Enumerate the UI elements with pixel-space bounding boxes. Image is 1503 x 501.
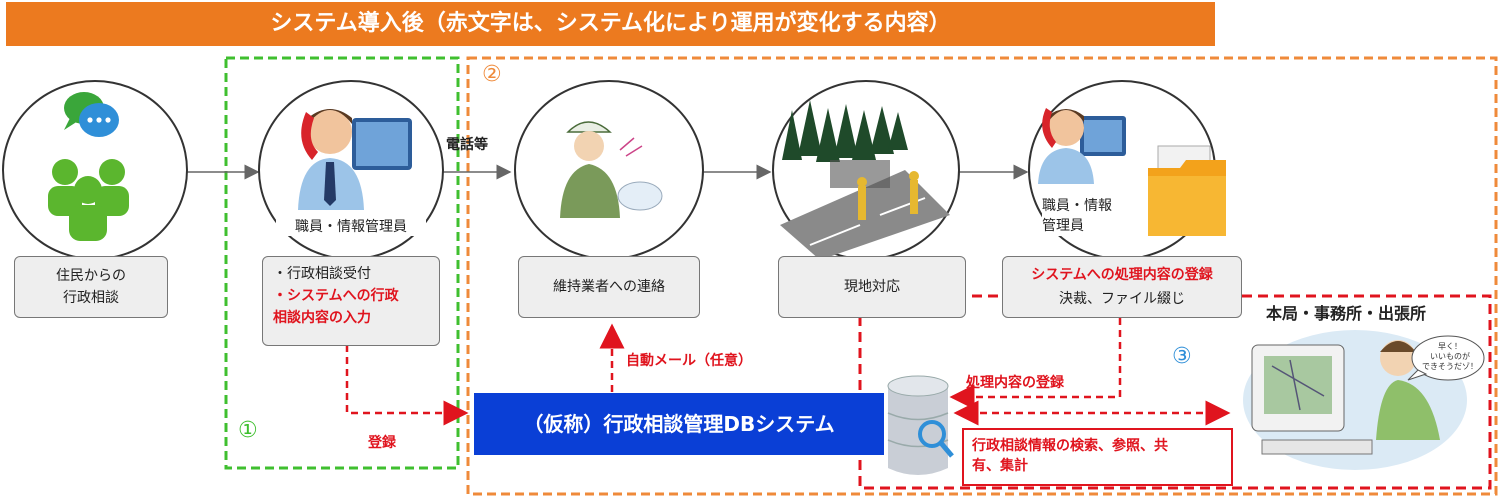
staff-role-label: 職員・情報管理員 [276, 216, 426, 236]
register-label: 登録 [368, 435, 396, 451]
db-system-bar: （仮称）行政相談管理DBシステム [474, 393, 884, 455]
staff-role-label-2: 職員・情報 管理員 [1042, 196, 1112, 236]
step-box-contractor: 維持業者への連絡 [518, 256, 700, 318]
office-worker-icon [1243, 330, 1485, 470]
step-circle-citizen [2, 80, 188, 260]
step-box-site: 現地対応 [778, 256, 966, 318]
frame-2 [466, 56, 1498, 496]
section-number-2: ② [482, 62, 502, 87]
frame-1 [224, 56, 460, 470]
database-icon [887, 375, 954, 475]
step-circle-contractor [514, 80, 704, 260]
page-title: システム導入後（赤文字は、システム化により運用が変化する内容） [6, 2, 1215, 46]
auto-mail-label: 自動メール（任意） [626, 353, 752, 369]
process-register-label: 処理内容の登録 [966, 375, 1064, 391]
offices-label: 本局・事務所・出張所 [1266, 304, 1427, 323]
section-number-1: ① [238, 418, 258, 443]
frame-3 [858, 294, 1492, 490]
step-circle-site [772, 80, 960, 260]
step-box-staff-receive: ・行政相談受付 ・システムへの行政 相談内容の入力 [262, 256, 440, 346]
section-number-3: ③ [1172, 344, 1192, 369]
step-box-citizen: 住民からの 行政相談 [14, 256, 168, 318]
step-box-register: システムへの処理内容の登録 決裁、ファイル綴じ [1002, 256, 1242, 318]
phone-label: 電話等 [446, 137, 488, 153]
arrow-process [949, 318, 1122, 410]
arrow-register [345, 345, 469, 426]
speech-bubble-text: 早く！ いいものが できそうだゾ！ [1422, 342, 1478, 371]
search-info-box: 行政相談情報の検索、参照、共 有、集計 [962, 428, 1233, 486]
